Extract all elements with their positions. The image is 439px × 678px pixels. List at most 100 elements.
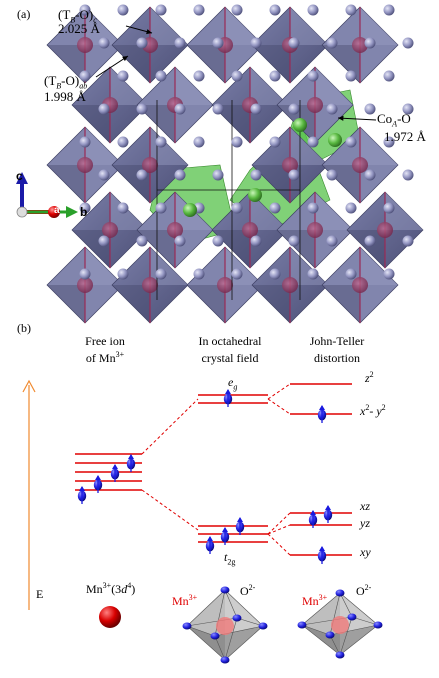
oxygen-atom — [174, 37, 186, 49]
octahedron-face-dark — [277, 230, 315, 268]
col-octahedral-line1: In octahedral — [198, 334, 262, 348]
octahedron-face-light — [85, 7, 123, 45]
oxygen-atom — [269, 268, 281, 280]
tb-octahedron — [346, 191, 424, 269]
octa-edge — [224, 625, 264, 661]
co-a-o-pointer-head — [338, 115, 344, 121]
oxygen-atom — [383, 136, 395, 148]
oxygen-ball — [182, 622, 192, 630]
oxygen-atom — [117, 202, 129, 214]
oxygen-atom — [212, 235, 224, 247]
o-label-distorted: O2- — [356, 583, 372, 598]
oxygen-atom — [364, 169, 376, 181]
oxygen-atom — [193, 70, 205, 82]
co-atom — [328, 133, 342, 147]
oxygen-atom — [193, 136, 205, 148]
octahedron-face-light — [250, 67, 288, 105]
co-a-o-value: 1.972 Å — [384, 129, 426, 144]
yz-label: yz — [360, 516, 370, 530]
tb-center — [102, 222, 118, 238]
oxygen-ball — [325, 631, 335, 639]
oxygen-atom — [383, 4, 395, 16]
octa-edge — [339, 616, 353, 656]
oxygen-atom — [136, 169, 148, 181]
oxygen-atom — [98, 37, 110, 49]
octahedron-face-dark — [72, 105, 110, 143]
octa-edge — [186, 625, 226, 661]
oxygen-atom — [288, 103, 300, 115]
octa-face — [187, 626, 263, 660]
octahedron-face-light — [360, 7, 398, 45]
electron — [317, 546, 327, 564]
oxygen-ball — [335, 651, 345, 659]
oxygen-atom — [288, 235, 300, 247]
tb-center — [352, 157, 368, 173]
octahedron-face-dark — [47, 45, 85, 83]
tb-center — [142, 157, 158, 173]
oxygen-atom — [326, 103, 338, 115]
oxygen-atom — [345, 202, 357, 214]
oxygen-atom — [155, 202, 167, 214]
oxygen-atom — [326, 235, 338, 247]
mn-label-distorted: Mn3+ — [302, 593, 328, 608]
octahedron-face-light — [85, 247, 123, 285]
oxygen-atom — [269, 4, 281, 16]
oxygen-atom — [326, 169, 338, 181]
octahedron-face-dark — [322, 285, 360, 323]
octahedron-face-light — [290, 127, 328, 165]
xz-label: xz — [360, 499, 370, 513]
co-atom — [293, 118, 307, 132]
oxygen-atom — [345, 136, 357, 148]
octahedron-face-light — [175, 67, 213, 105]
spin-arrow-head — [95, 475, 101, 480]
tb-center — [77, 37, 93, 53]
oxygen-ball — [210, 632, 220, 640]
co-a-o-pointer — [337, 117, 377, 121]
oxygen-atom — [307, 202, 319, 214]
oxygen-ball — [347, 613, 357, 621]
oxygen-atom — [269, 70, 281, 82]
oxygen-atom — [326, 37, 338, 49]
tb-center — [282, 157, 298, 173]
oxygen-atom — [212, 37, 224, 49]
col-octahedral-line2: crystal field — [201, 351, 259, 365]
spin-arrow-head — [207, 536, 213, 541]
spin-arrow-head — [319, 546, 325, 551]
oxygen-atom — [98, 169, 110, 181]
tb-octahedron — [46, 246, 124, 324]
oxygen-atom — [117, 268, 129, 280]
axis-a-label: a — [54, 205, 60, 216]
octahedron-face-dark — [47, 165, 85, 203]
tb-octahedron — [136, 66, 214, 144]
oxygen-atom — [136, 103, 148, 115]
axis-origin — [16, 206, 28, 218]
axis-a-ball — [48, 206, 60, 218]
oxygen-atom — [307, 136, 319, 148]
octa-face — [187, 590, 263, 636]
oxygen-atom — [402, 37, 414, 49]
octahedron-face-light — [385, 192, 423, 230]
octahedron-face-dark — [252, 165, 290, 203]
octahedron-face-light — [290, 7, 328, 45]
mn-center — [216, 617, 234, 635]
oxygen-ball — [335, 589, 345, 597]
tb-o-ab-value: 1.998 Å — [44, 89, 86, 104]
octahedron-face-light — [150, 7, 188, 45]
oxygen-atom — [79, 268, 91, 280]
tb-octahedron — [46, 126, 124, 204]
tb-o-ab-pointer — [95, 55, 129, 78]
octahedron-face-dark — [112, 285, 150, 323]
axis-b-label: b — [80, 205, 88, 219]
oxygen-atom — [174, 235, 186, 247]
octahedron-face-light — [85, 127, 123, 165]
octa-edge — [186, 589, 226, 627]
oxygen-ball — [232, 614, 242, 622]
octahedron-face-dark — [212, 105, 250, 143]
octa-edge — [339, 592, 353, 618]
spin-arrow-head — [310, 510, 316, 515]
octahedron-face-light — [290, 247, 328, 285]
oxygen-ball — [373, 621, 383, 629]
t2g-label: t2g — [224, 550, 236, 567]
oxygen-atom — [155, 4, 167, 16]
